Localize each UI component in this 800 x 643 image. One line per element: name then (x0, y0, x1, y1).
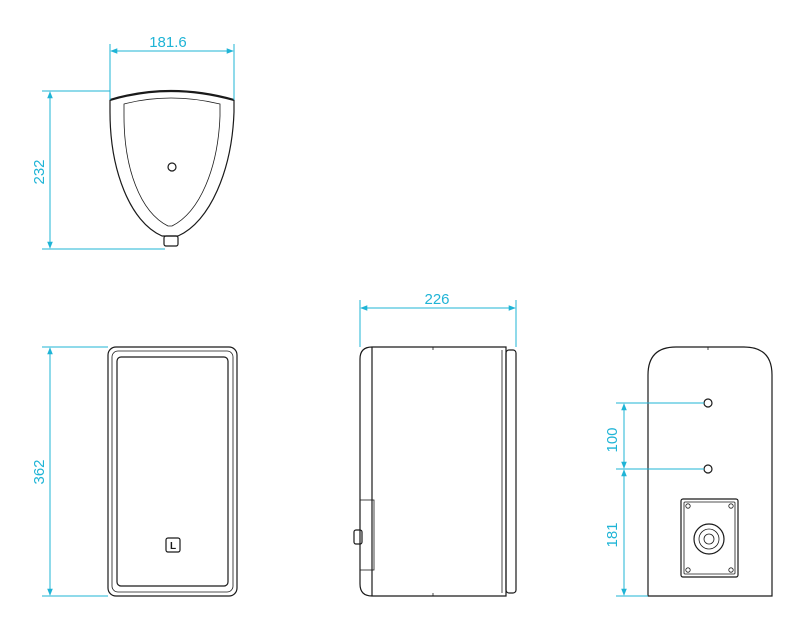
dimension-top-height: 232 (31, 90, 165, 250)
dimension-label-top-height: 232 (31, 159, 48, 184)
connector-plate (680, 498, 739, 578)
mount-point-upper-icon (703, 398, 713, 408)
dimension-label-side-width: 226 (424, 291, 449, 308)
mount-hole-icon (167, 162, 177, 172)
dimension-label-top-width: 181.6 (149, 34, 187, 51)
dimension-rear-lower: 181 (604, 469, 648, 597)
mount-point-lower-icon (703, 464, 713, 474)
speakon-connector-icon (693, 523, 725, 555)
dimension-label-rear-lower: 181 (604, 522, 621, 547)
dimension-side-width: 226 (359, 291, 517, 347)
dimension-label-front-height: 362 (31, 459, 48, 484)
side-view (353, 346, 517, 597)
rear-view (647, 346, 773, 597)
front-view: L (107, 346, 238, 597)
dimension-label-rear-spacing: 100 (604, 427, 621, 452)
dimension-rear-spacing: 100 (604, 402, 704, 470)
logo-badge (165, 537, 181, 553)
dimension-front-height: 362 (31, 346, 108, 597)
top-view (109, 89, 235, 247)
logo-letter: L (170, 541, 176, 552)
